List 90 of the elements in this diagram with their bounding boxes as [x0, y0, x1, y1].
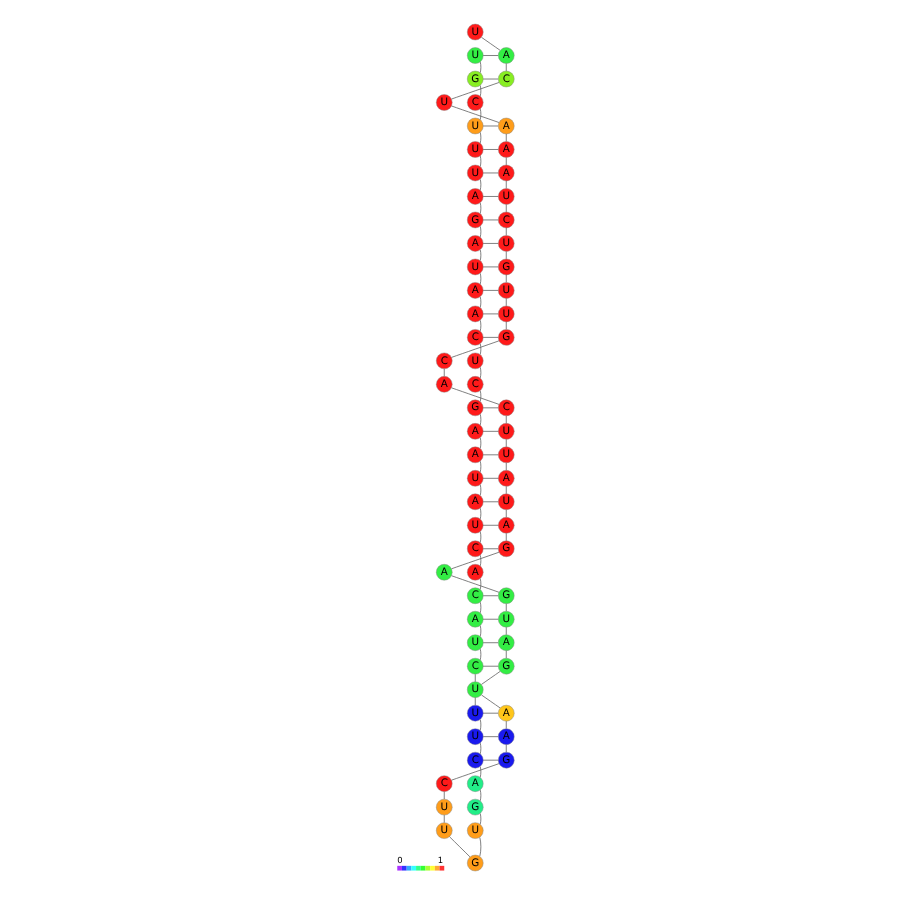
connector — [505, 274, 507, 283]
connector — [443, 814, 445, 823]
connector — [479, 296, 482, 308]
connector — [505, 204, 507, 213]
connector — [505, 298, 507, 307]
connector — [505, 509, 507, 518]
connector — [451, 387, 500, 405]
connector — [505, 650, 507, 659]
connector — [482, 759, 499, 761]
connector — [479, 132, 482, 144]
connector — [505, 462, 507, 471]
connector — [505, 415, 507, 424]
connector — [479, 837, 482, 857]
connector — [505, 532, 507, 542]
connector — [479, 719, 482, 731]
connector — [482, 454, 499, 456]
connector — [479, 413, 482, 426]
connector — [479, 366, 482, 379]
connector — [505, 180, 507, 189]
connector — [479, 61, 482, 74]
connector — [482, 618, 499, 620]
connector — [479, 554, 482, 567]
connector — [479, 789, 482, 802]
connector — [505, 63, 507, 72]
connector — [482, 712, 499, 714]
connector — [479, 625, 482, 637]
connector — [505, 603, 507, 612]
connector — [481, 671, 501, 685]
connector — [482, 665, 499, 667]
connector — [449, 836, 471, 858]
connector — [479, 813, 482, 825]
connector — [482, 196, 499, 197]
connector — [479, 179, 482, 191]
connector — [479, 272, 482, 285]
connector — [482, 548, 499, 550]
connector — [479, 155, 482, 168]
connector — [479, 601, 482, 614]
connector — [451, 105, 500, 123]
connector — [479, 460, 482, 473]
connector — [451, 763, 500, 781]
connector — [482, 243, 499, 244]
connector — [505, 251, 507, 260]
connector — [443, 791, 445, 800]
connector — [479, 390, 482, 402]
connector — [505, 133, 507, 142]
connector — [479, 343, 482, 355]
connector — [505, 720, 507, 729]
connector — [505, 321, 507, 330]
connector — [482, 430, 499, 432]
connector — [482, 313, 499, 315]
connector — [451, 340, 500, 358]
connector — [479, 578, 482, 590]
connector — [451, 551, 500, 570]
connector — [451, 575, 500, 593]
connector — [482, 266, 499, 268]
connector — [443, 368, 445, 377]
connector — [479, 742, 482, 755]
connector — [479, 202, 482, 214]
connector — [482, 407, 499, 409]
connector — [479, 507, 482, 520]
connector — [505, 157, 507, 166]
connector — [479, 484, 482, 496]
connector — [482, 149, 499, 150]
connector — [451, 82, 500, 100]
connector — [482, 595, 499, 597]
connector — [479, 108, 482, 121]
connector — [505, 744, 507, 753]
connector — [474, 674, 476, 706]
connector — [482, 524, 499, 526]
connector — [479, 225, 482, 238]
connector — [479, 85, 482, 97]
connector — [479, 319, 482, 332]
connector — [482, 736, 499, 738]
connector — [505, 227, 507, 236]
connector — [482, 477, 499, 479]
connector — [482, 55, 499, 56]
connector — [479, 531, 482, 543]
connector — [482, 290, 499, 291]
connector — [479, 249, 482, 261]
connector — [505, 626, 507, 635]
connector — [482, 642, 499, 644]
connector — [482, 337, 499, 338]
connector — [479, 648, 482, 661]
connector — [505, 438, 507, 448]
connector — [481, 694, 501, 709]
connector — [479, 437, 482, 449]
connector — [505, 485, 507, 495]
connector — [481, 36, 501, 51]
connector — [482, 501, 499, 503]
connector — [479, 766, 482, 778]
